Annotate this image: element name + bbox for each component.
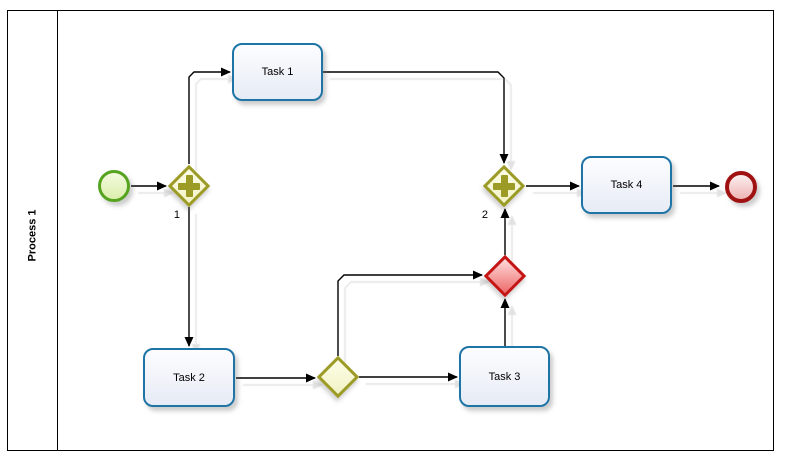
start-event[interactable] [98,170,130,202]
parallel-gateway-2[interactable] [482,164,526,208]
process-pool: Process 1 [7,10,774,451]
end-event[interactable] [725,171,757,203]
gateway-2-label: 2 [481,209,488,221]
exclusive-gateway-red[interactable] [483,254,527,298]
task-3-label: Task 3 [488,370,521,383]
task-3[interactable]: Task 3 [459,346,550,407]
gateway-diamond [483,254,527,298]
task-1[interactable]: Task 1 [232,43,323,101]
task-2[interactable]: Task 2 [143,348,235,407]
exclusive-gateway[interactable] [316,355,360,399]
gateway-1-label: 1 [173,209,180,221]
gateway-diamond [316,355,360,399]
pool-label: Process 1 [26,209,39,261]
pool-label-band: Process 1 [8,11,58,450]
task-4-label: Task 4 [610,179,643,191]
plus-icon [500,175,508,197]
task-1-label: Task 1 [261,66,294,78]
parallel-gateway-1[interactable] [167,164,211,208]
plus-icon [185,175,193,197]
task-2-label: Task 2 [173,371,205,384]
task-4[interactable]: Task 4 [581,156,672,214]
